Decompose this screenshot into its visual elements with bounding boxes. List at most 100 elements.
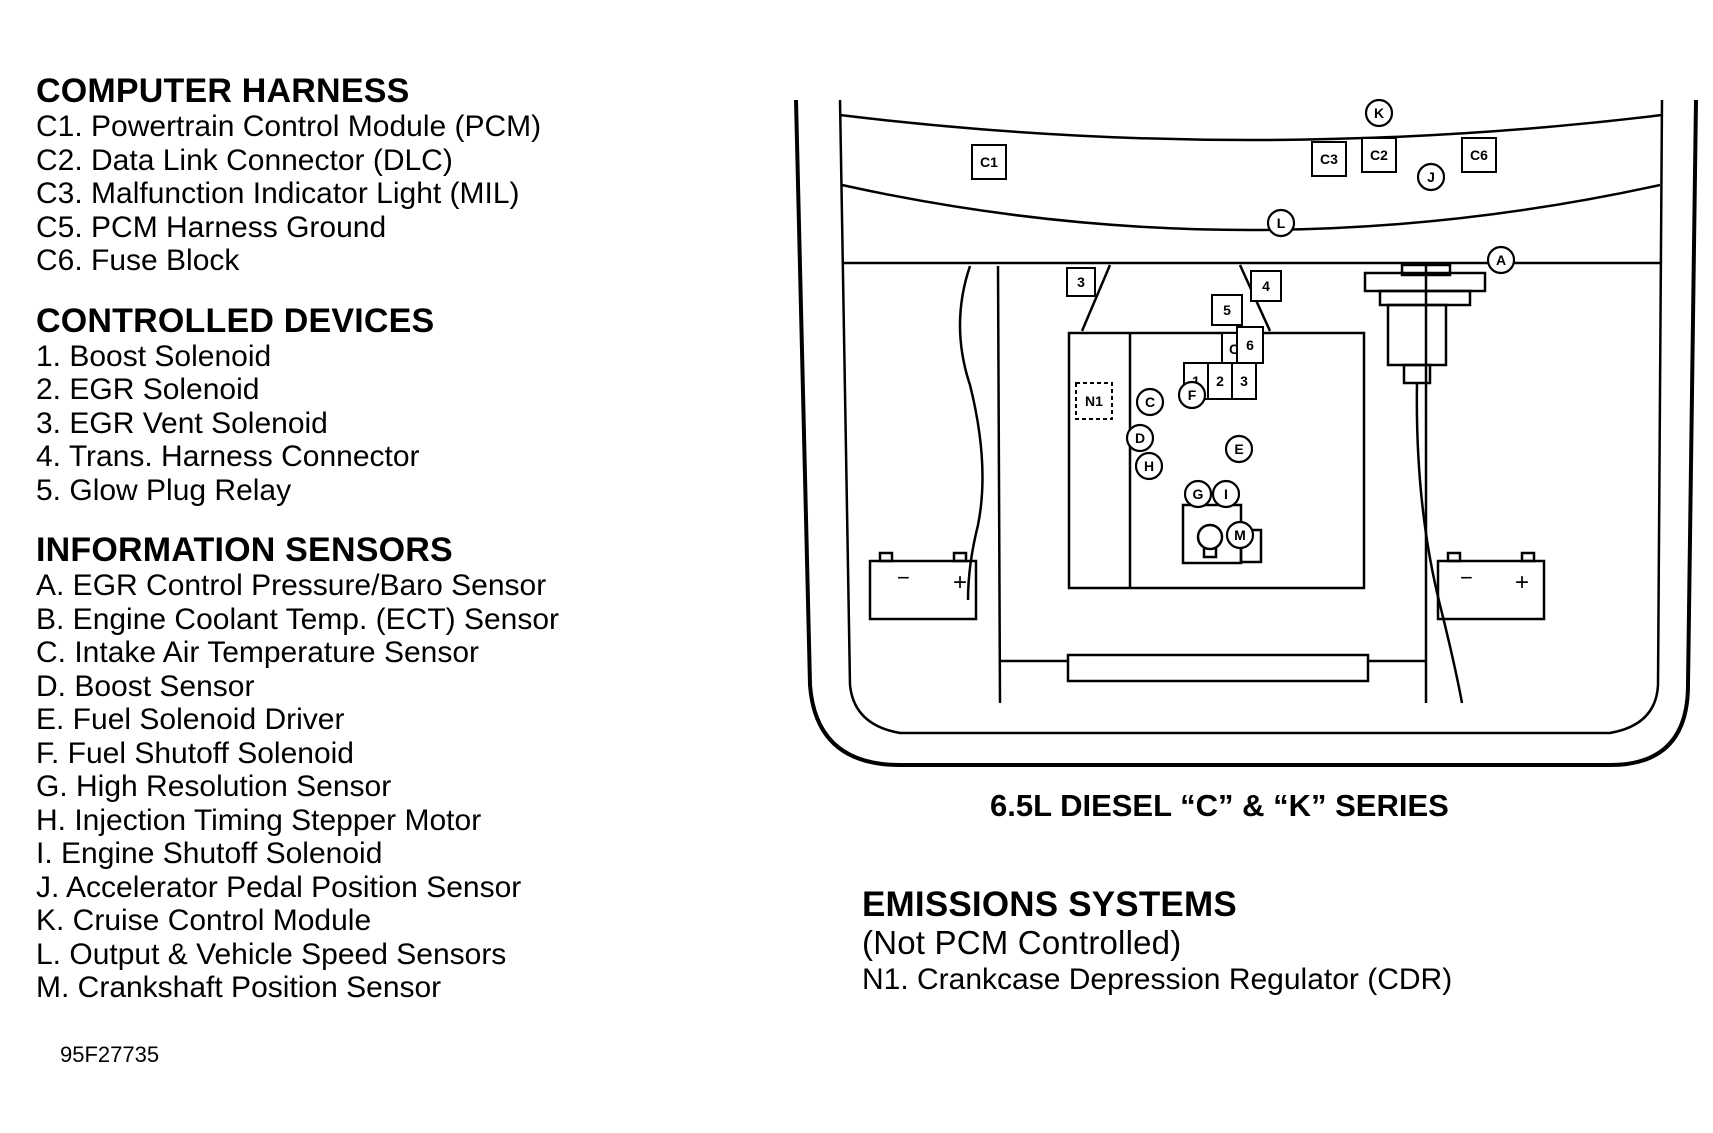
legend-item-d: D. Boost Sensor	[36, 669, 255, 703]
sensor-marker-f	[1177, 380, 1207, 410]
legend-item-c1: C1. Powertrain Control Module (PCM)	[36, 110, 542, 143]
component-label-d3b: 3	[1240, 373, 1248, 389]
fender-outline	[838, 99, 1664, 735]
legend-item-k: K. Cruise Control Module	[36, 904, 372, 937]
component-label-d1: 1	[1192, 373, 1200, 389]
component-box-c3	[1311, 141, 1347, 177]
sensor-label-j: J	[1427, 169, 1435, 185]
emissions-subheading: (Not PCM Controlled)	[862, 924, 1182, 961]
diagram-caption: 6.5L DIESEL “C” & “K” SERIES	[990, 788, 1449, 823]
sensor-marker-a	[1486, 245, 1516, 275]
component-box-c6	[1461, 137, 1497, 173]
legend-item-h: H. Injection Timing Stepper Motor	[36, 803, 482, 837]
component-box-d5	[1211, 294, 1243, 326]
frame-left	[996, 265, 1002, 704]
legend-item-1: 1. Boost Solenoid	[36, 339, 272, 373]
component-label-c6: C6	[1470, 147, 1488, 163]
legend-item-c2: C2. Data Link Connector (DLC)	[36, 143, 453, 177]
component-box-c1	[971, 144, 1007, 180]
battery-left-plus: +	[953, 569, 967, 596]
sensor-label-g: G	[1193, 486, 1204, 502]
cowl-curve-lower	[841, 183, 1661, 232]
component-label-c2: C2	[1370, 147, 1388, 163]
legend-item-m: M. Crankshaft Position Sensor	[36, 971, 442, 1004]
harness-diag-1	[1080, 264, 1112, 332]
sensor-marker-d	[1125, 423, 1155, 453]
sensor-label-d: D	[1135, 430, 1145, 446]
component-label-d5: 5	[1223, 302, 1231, 318]
legend-item-g: G. High Resolution Sensor	[36, 770, 392, 803]
radiator	[1066, 653, 1370, 683]
component-label-d6: 6	[1246, 337, 1254, 353]
component-label-d4: 4	[1262, 278, 1270, 294]
legend-item-e: E. Fuel Solenoid Driver	[36, 703, 345, 736]
bulb-icon	[1196, 523, 1224, 551]
component-box-d3a	[1066, 267, 1096, 297]
sensor-marker-g	[1183, 479, 1213, 509]
computer-harness-heading: COMPUTER HARNESS	[36, 72, 410, 110]
sensor-housing	[1386, 303, 1448, 367]
legend-item-c5: C5. PCM Harness Ground	[36, 210, 387, 244]
sensor-marker-l	[1266, 208, 1296, 238]
battery-left-minus: −	[897, 565, 910, 590]
sensor-label-a: A	[1496, 252, 1506, 268]
sensor-marker-h	[1134, 451, 1164, 481]
battery-right-plus: +	[1515, 569, 1529, 596]
sensor-marker-m	[1225, 520, 1255, 550]
component-box-n1	[1075, 382, 1113, 420]
legend-item-b: B. Engine Coolant Temp. (ECT) Sensor	[36, 602, 560, 636]
sensor-marker-k	[1364, 98, 1394, 128]
sensor-label-k: K	[1374, 105, 1384, 121]
legend-item-c3: C3. Malfunction Indicator Light (MIL)	[36, 177, 520, 210]
controlled-devices-section: CONTROLLED DEVICES 1. Boost Solenoid 2. …	[36, 302, 736, 508]
air-cleaner-cap	[1400, 263, 1452, 277]
legend-item-c6: C6. Fuse Block	[36, 244, 240, 277]
component-box-d6	[1236, 326, 1264, 364]
legend: COMPUTER HARNESS C1. Powertrain Control …	[36, 72, 736, 1029]
compartment-outline	[794, 99, 1698, 767]
component-label-c1: C1	[980, 154, 998, 170]
battery-left	[868, 551, 978, 621]
legend-item-f: F. Fuel Shutoff Solenoid	[36, 736, 354, 770]
sensor-label-e: E	[1234, 441, 1243, 457]
component-box-d4	[1250, 270, 1282, 302]
legend-item-a: A. EGR Control Pressure/Baro Sensor	[36, 569, 547, 602]
legend-item-3: 3. EGR Vent Solenoid	[36, 406, 328, 440]
sensor-label-c: C	[1145, 394, 1155, 410]
emissions-heading: EMISSIONS SYSTEMS	[862, 885, 1237, 924]
component-label-c3: C3	[1320, 151, 1338, 167]
battery-right-minus: −	[1460, 565, 1473, 590]
sensor-label-i: I	[1224, 486, 1228, 502]
battery-right	[1436, 551, 1546, 621]
component-box-c2	[1361, 137, 1397, 173]
figure-code: 95F27735	[60, 1042, 160, 1067]
legend-item-2: 2. EGR Solenoid	[36, 373, 260, 406]
sensor-marker-i	[1211, 479, 1241, 509]
legend-item-i: I. Engine Shutoff Solenoid	[36, 837, 383, 870]
cowl-curve-upper	[839, 113, 1663, 142]
sensor-label-h: H	[1144, 458, 1154, 474]
sensor-marker-e	[1224, 434, 1254, 464]
bulb-base	[1202, 547, 1218, 559]
computer-harness-section: COMPUTER HARNESS C1. Powertrain Control …	[36, 72, 736, 278]
legend-item-5: 5. Glow Plug Relay	[36, 473, 292, 507]
legend-item-j: J. Accelerator Pedal Position Sensor	[36, 870, 522, 904]
controlled-devices-heading: CONTROLLED DEVICES	[36, 301, 435, 340]
information-sensors-section: INFORMATION SENSORS A. EGR Control Press…	[36, 531, 736, 1005]
sensor-label-f: F	[1188, 387, 1197, 403]
sensor-label-l: L	[1277, 215, 1286, 231]
sensor-marker-j	[1416, 162, 1446, 192]
legend-item-4: 4. Trans. Harness Connector	[36, 440, 420, 473]
sensor-label-m: M	[1234, 527, 1246, 543]
component-label-n1: N1	[1085, 393, 1103, 409]
engine-block	[1067, 331, 1366, 590]
component-label-d3a: 3	[1077, 274, 1085, 290]
emissions-item-n1: N1. Crankcase Depression Regulator (CDR)	[862, 963, 1453, 996]
legend-item-c: C. Intake Air Temperature Sensor	[36, 636, 479, 669]
sensor-marker-c	[1135, 387, 1165, 417]
emissions-section: EMISSIONS SYSTEMS (Not PCM Controlled) N…	[862, 886, 1452, 998]
harness-right	[1415, 382, 1464, 704]
legend-item-l: L. Output & Vehicle Speed Sensors	[36, 937, 507, 971]
harness-left	[958, 265, 984, 601]
